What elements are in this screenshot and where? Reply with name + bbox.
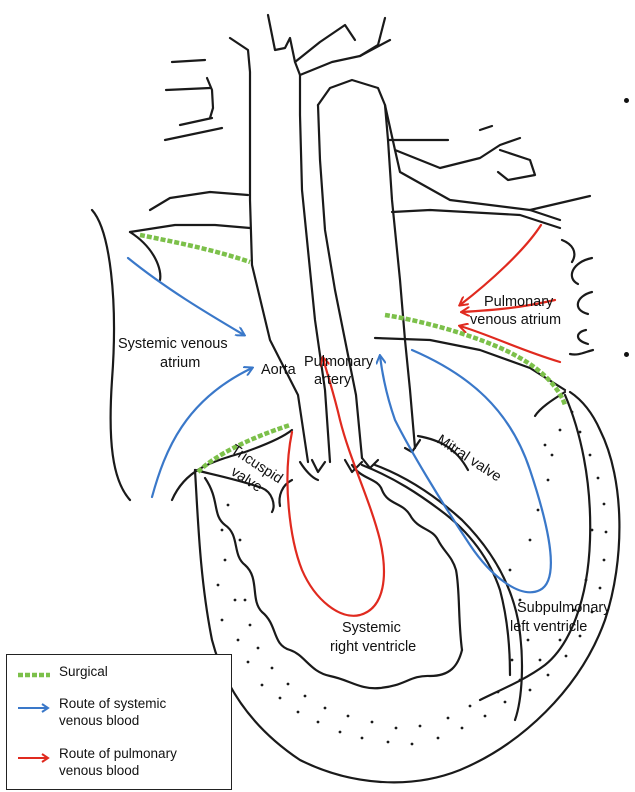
stipple-dot — [539, 659, 542, 662]
blue-arrow-upper — [128, 258, 244, 335]
blue-arrow-icon — [17, 703, 51, 713]
legend-item-pulmonary: Route of pulmonary venous blood — [7, 743, 231, 783]
stipple-dot — [371, 721, 374, 724]
pulmonary-venous-routes — [287, 225, 560, 616]
stipple-dot — [551, 454, 554, 457]
stipple-dot — [339, 731, 342, 734]
label-subpulmonary-2: left ventricle — [510, 619, 587, 635]
stipple-dot — [304, 695, 307, 698]
stipple-dot — [527, 639, 530, 642]
stipple-dot — [411, 743, 414, 746]
stipple-dot — [571, 411, 574, 414]
label-pulmonary-artery-2: artery — [314, 372, 352, 388]
stipple-dot — [599, 587, 602, 590]
legend-label-surgical: Surgical — [59, 663, 229, 680]
stipple-dot — [579, 635, 582, 638]
stipple-dot — [237, 639, 240, 642]
stipple-dot — [221, 529, 224, 532]
stipple-dot — [447, 717, 450, 720]
label-pulmonary-venous-atrium-1: Pulmonary — [484, 294, 554, 310]
legend-item-systemic: Route of systemic venous blood — [7, 693, 231, 733]
stipple-dot — [559, 639, 562, 642]
stipple-dot — [529, 689, 532, 692]
stipple-dot — [597, 477, 600, 480]
stipple-dot — [579, 431, 582, 434]
red-arrow-top — [460, 225, 541, 305]
legend-item-surgical: Surgical — [7, 661, 231, 687]
label-systemic-venous-atrium-1: Systemic venous — [118, 336, 228, 352]
red-route-rv — [287, 358, 383, 616]
stipple-dot — [347, 715, 350, 718]
legend-label-pulmonary-2: venous blood — [59, 762, 229, 779]
stipple-dot — [419, 725, 422, 728]
stipple-dot — [565, 655, 568, 658]
label-mitral-valve: Mitral valve — [434, 432, 504, 485]
stipple-dot — [224, 559, 227, 562]
stipple-dot — [437, 737, 440, 740]
stipple-dot — [519, 679, 522, 682]
surgical-line-top-left — [140, 235, 250, 262]
stipple-dot — [221, 619, 224, 622]
legend: Surgical Route of systemic venous blood … — [6, 654, 232, 790]
blue-route-lv — [380, 350, 551, 592]
stipple-dot — [271, 667, 274, 670]
stipple-dot — [585, 579, 588, 582]
stipple-dot — [547, 674, 550, 677]
legend-label-systemic-2: venous blood — [59, 712, 229, 729]
stipple-dot — [529, 539, 532, 542]
surgical-line-right — [385, 315, 565, 405]
stipple-dot — [249, 624, 252, 627]
stipple-dot — [511, 659, 514, 662]
stipple-dot — [537, 509, 540, 512]
legend-label-pulmonary-1: Route of pulmonary — [59, 745, 229, 762]
stipple-dot — [469, 705, 472, 708]
stipple-dot — [559, 429, 562, 432]
stipple-dot — [287, 683, 290, 686]
legend-label-systemic-1: Route of systemic — [59, 695, 229, 712]
label-systemic-rv-2: right ventricle — [330, 639, 416, 655]
stipple-dot — [317, 721, 320, 724]
stipple-dot — [395, 727, 398, 730]
stipple-dot — [279, 697, 282, 700]
stipple-dot — [361, 737, 364, 740]
stipple-dot — [461, 727, 464, 730]
label-subpulmonary-1: Subpulmonary — [517, 600, 611, 616]
stipple-dot — [504, 701, 507, 704]
stipple-dot — [547, 479, 550, 482]
label-systemic-venous-atrium-2: atrium — [160, 355, 200, 371]
red-arrow-bottom — [460, 326, 560, 362]
bullet-dot-top — [624, 98, 629, 103]
stipple-dot — [261, 684, 264, 687]
stipple-dot — [591, 529, 594, 532]
label-pulmonary-venous-atrium-2: venous atrium — [470, 312, 561, 328]
stipple-dot — [257, 647, 260, 650]
stipple-dot — [605, 531, 608, 534]
label-pulmonary-artery-1: Pulmonary — [304, 354, 374, 370]
stipple-dot — [509, 569, 512, 572]
stipple-dot — [603, 503, 606, 506]
stipple-dot — [239, 539, 242, 542]
stipple-dot — [387, 741, 390, 744]
stipple-dot — [217, 584, 220, 587]
surgical-swatch-icon — [17, 670, 51, 680]
stipple-dot — [589, 454, 592, 457]
stipple-dot — [544, 444, 547, 447]
label-systemic-rv-1: Systemic — [342, 620, 401, 636]
stipple-dot — [297, 711, 300, 714]
bullet-dot-mid — [624, 352, 629, 357]
red-arrow-icon — [17, 753, 51, 763]
stipple-dot — [324, 707, 327, 710]
stipple-dot — [244, 599, 247, 602]
stipple-dot — [227, 504, 230, 507]
stipple-dot — [234, 599, 237, 602]
stipple-dot — [247, 661, 250, 664]
stipple-dot — [484, 715, 487, 718]
stipple-dot — [497, 691, 500, 694]
stipple-dot — [603, 559, 606, 562]
label-aorta: Aorta — [261, 362, 297, 378]
